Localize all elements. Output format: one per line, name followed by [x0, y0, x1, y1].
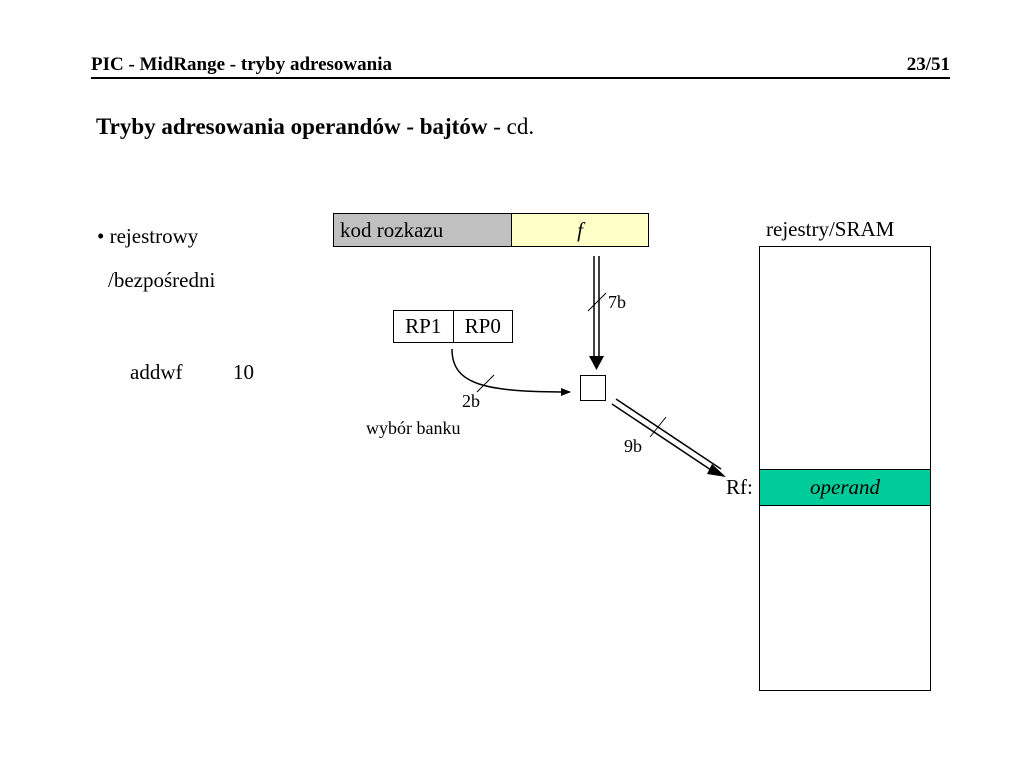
f-field: f	[512, 214, 648, 246]
instruction-mnemonic: addwf	[130, 360, 183, 384]
subtitle-bold: Tryby adresowania operandów - bajtów	[96, 114, 488, 139]
rf-label: Rf:	[726, 475, 753, 499]
register-file-memory	[759, 246, 931, 691]
label-7-bits: 7b	[608, 292, 626, 312]
rp0-bit: RP0	[452, 311, 513, 342]
rp1-bit: RP1	[405, 314, 442, 338]
slide-title: PIC - MidRange - tryby adresowania	[91, 54, 393, 75]
header-underline	[91, 77, 950, 79]
instruction-format-box: kod rozkazu f	[333, 213, 649, 247]
opcode-field: kod rozkazu	[334, 214, 512, 246]
instruction-argument: 10	[233, 360, 254, 384]
slide-subtitle: Tryby adresowania operandów - bajtów - c…	[96, 114, 534, 140]
bullet-mode-continued: /bezpośredni	[108, 268, 216, 292]
address-mux-box	[580, 375, 606, 401]
bullet-mode: • rejestrowy	[97, 224, 199, 248]
f-to-mux-bus	[587, 256, 607, 370]
bank-select-register: RP1 RP0	[393, 310, 513, 343]
memory-title: rejestry/SRAM	[766, 217, 895, 241]
operand-cell: operand	[759, 469, 931, 506]
label-9-bits: 9b	[624, 436, 642, 456]
label-2-bits: 2b	[462, 391, 480, 411]
page-number: 23/51	[906, 54, 950, 75]
label-bank-select: wybór banku	[366, 418, 461, 438]
subtitle-suffix: - cd.	[487, 114, 535, 139]
bank-to-mux-line	[451, 348, 571, 396]
